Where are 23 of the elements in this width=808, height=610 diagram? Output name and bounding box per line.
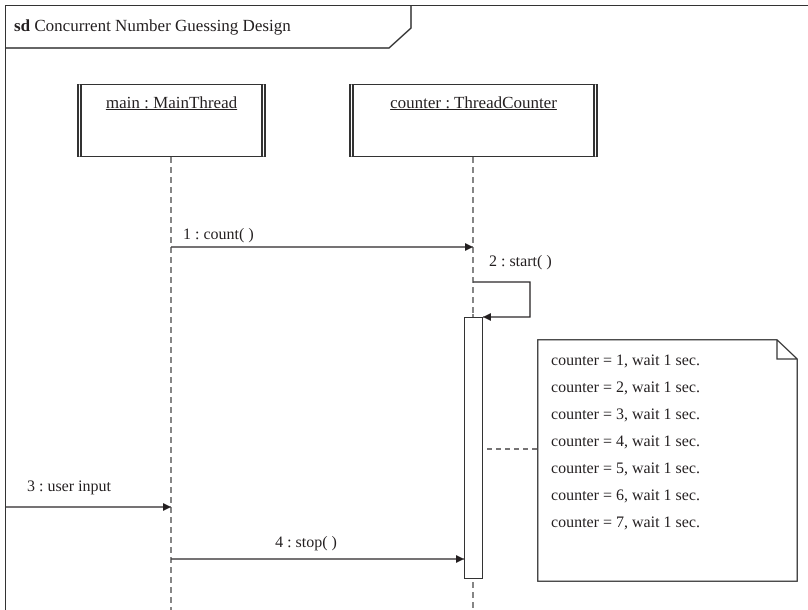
message-arrow [171, 555, 464, 563]
note-text: counter = 6, wait 1 sec. [551, 486, 701, 506]
note-text: counter = 3, wait 1 sec. [551, 405, 701, 425]
sequence-diagram-frame [5, 5, 808, 610]
message-arrow [473, 281, 531, 321]
note-text: counter = 4, wait 1 sec. [551, 432, 701, 452]
activation-bar [464, 317, 483, 579]
object-lifeline [349, 84, 598, 314]
object-name: counter : ThreadCounter [390, 93, 557, 113]
note-text: counter = 1, wait 1 sec. [551, 351, 701, 371]
message-label: 4 : stop( ) [273, 534, 339, 552]
frame-title: sd Concurrent Number Guessing Design [14, 16, 291, 36]
message-arrow [171, 243, 473, 251]
message-label: 1 : count( ) [181, 226, 256, 244]
note-text: counter = 5, wait 1 sec. [551, 459, 701, 479]
note [537, 339, 798, 582]
object-lifeline [77, 84, 266, 610]
message-arrow [6, 503, 171, 511]
message-label: 2 : start( ) [487, 253, 554, 271]
object-name: main : MainThread [106, 93, 238, 113]
note-text: counter = 2, wait 1 sec. [551, 378, 701, 398]
note-text: counter = 7, wait 1 sec. [551, 513, 701, 533]
message-label: 3 : user input [25, 478, 113, 496]
